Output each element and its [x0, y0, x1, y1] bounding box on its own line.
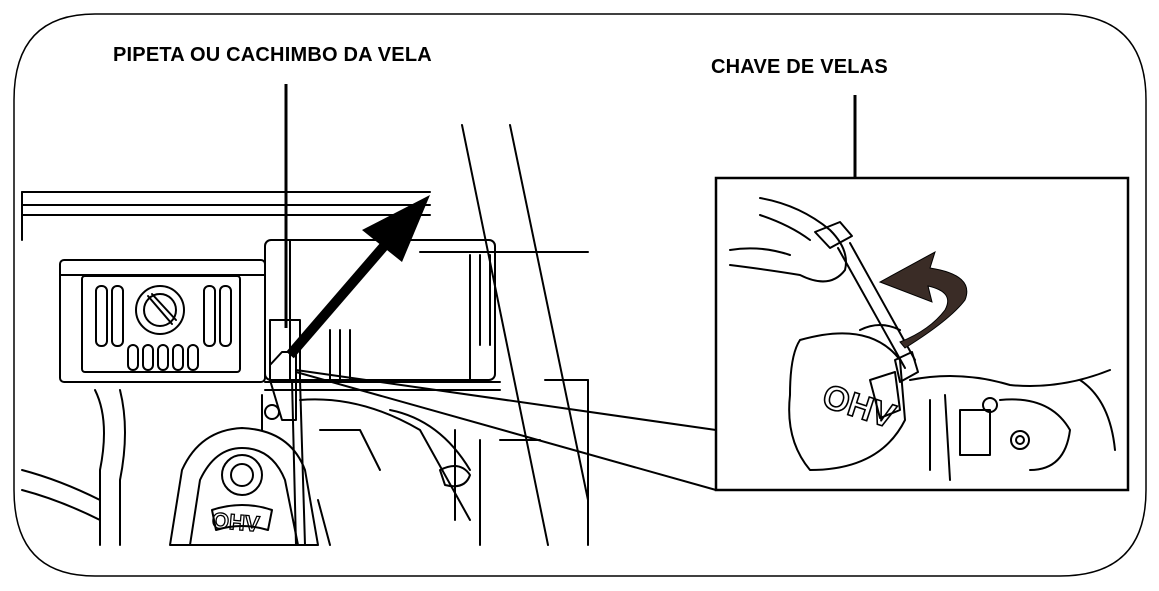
main-engine-drawing: [21, 124, 589, 546]
detail-inset: [714, 176, 1130, 492]
outer-border: [13, 13, 1147, 577]
magnify-wedge: [295, 369, 717, 491]
rotation-arrow-icon: [878, 250, 968, 349]
spark-plug-wrench-label: CHAVE DE VELAS: [711, 56, 888, 78]
engine-badge-main: OHV: [211, 508, 261, 537]
arrow-up-right-icon: [286, 195, 430, 359]
spark-plug-cap-label: PIPETA OU CACHIMBO DA VELA: [113, 44, 432, 66]
hand-icon: [729, 197, 853, 283]
